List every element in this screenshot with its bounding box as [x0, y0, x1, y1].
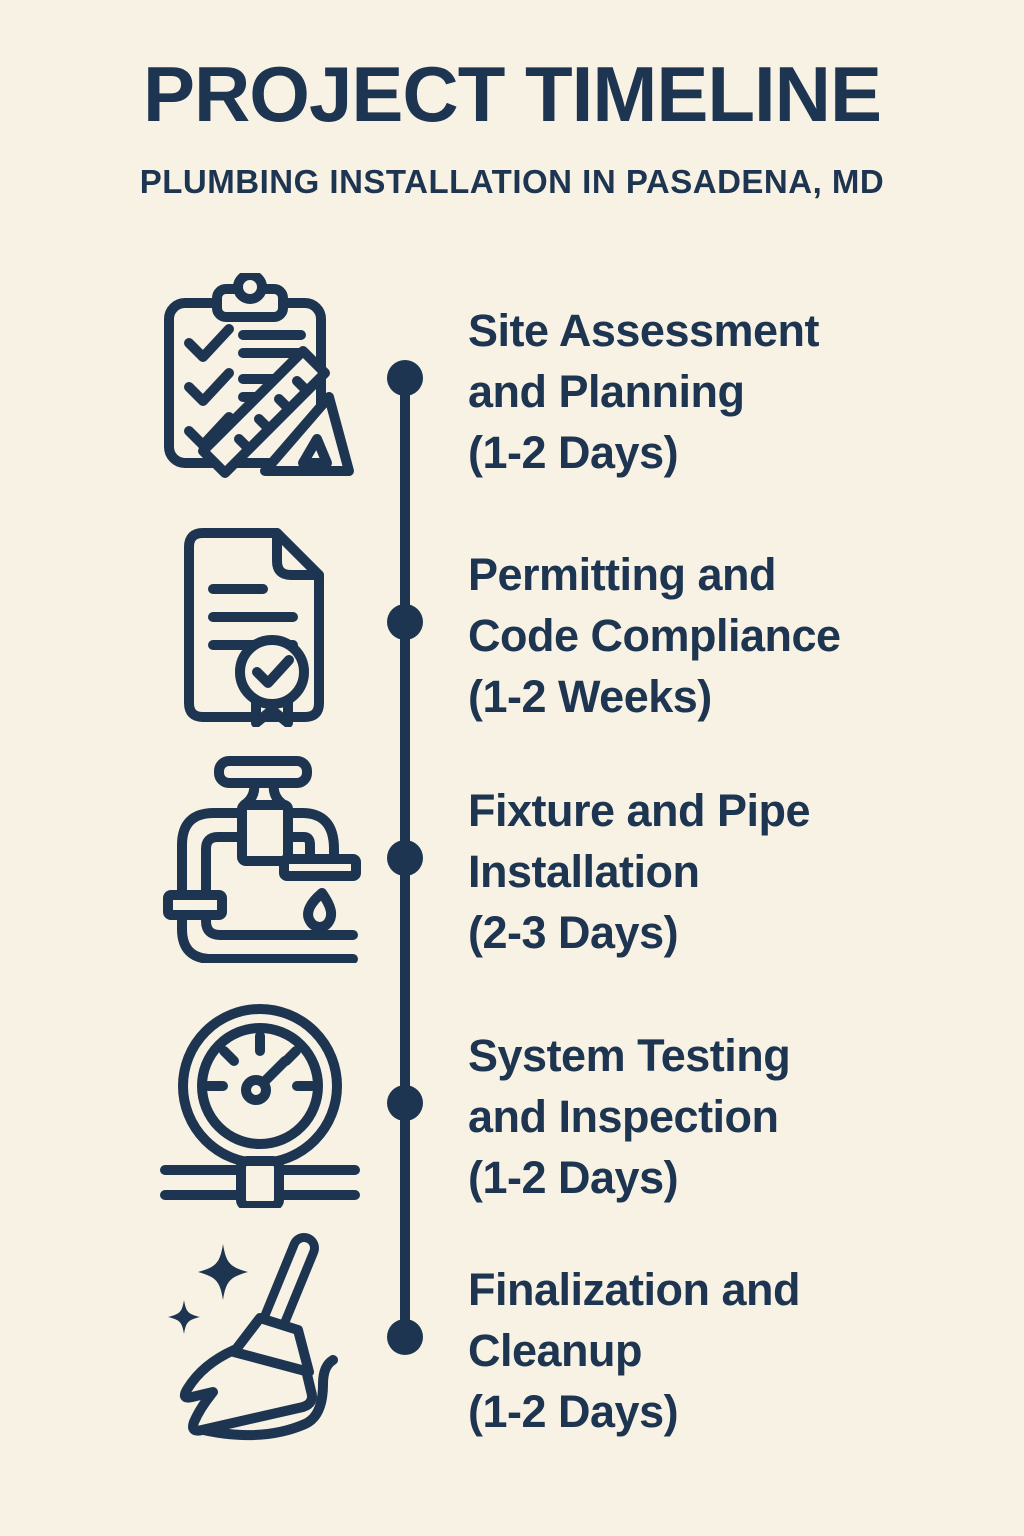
step-title-line: and Planning — [468, 366, 745, 417]
page-title: PROJECT TIMELINE — [142, 50, 882, 138]
pressure-gauge-icon — [155, 998, 365, 1208]
step-title-line: Finalization and — [468, 1264, 801, 1315]
step-duration: (1-2 Days) — [468, 427, 679, 478]
step-title-line: Fixture and Pipe — [468, 785, 811, 836]
faucet-pipe-icon — [155, 753, 365, 963]
timeline-dot — [387, 360, 423, 396]
timeline-step-text: Fixture and Pipe Installation (2-3 Days) — [468, 780, 1008, 963]
step-title-line: Code Compliance — [468, 610, 841, 661]
step-title-line: and Inspection — [468, 1091, 779, 1142]
timeline-dot — [387, 840, 423, 876]
timeline-step-text: Finalization and Cleanup (1-2 Days) — [468, 1259, 1008, 1442]
timeline-step-text: Site Assessment and Planning (1-2 Days) — [468, 300, 1008, 483]
step-title-line: System Testing — [468, 1030, 791, 1081]
timeline-dot — [387, 604, 423, 640]
broom-sweep-icon — [155, 1232, 365, 1442]
step-title-line: Permitting and — [468, 549, 777, 600]
timeline-step-text: Permitting and Code Compliance (1-2 Week… — [468, 544, 1008, 727]
step-title-line: Installation — [468, 846, 700, 897]
timeline-dot — [387, 1319, 423, 1355]
step-title-line: Cleanup — [468, 1325, 643, 1376]
step-duration: (1-2 Days) — [468, 1386, 679, 1437]
timeline-step-text: System Testing and Inspection (1-2 Days) — [468, 1025, 1008, 1208]
step-duration: (1-2 Weeks) — [468, 671, 712, 722]
clipboard-checklist-icon — [155, 273, 365, 483]
step-duration: (1-2 Days) — [468, 1152, 679, 1203]
timeline-dot — [387, 1085, 423, 1121]
certified-document-icon — [155, 517, 365, 727]
page-subtitle: PLUMBING INSTALLATION IN PASADENA, MD — [139, 163, 885, 200]
step-title-line: Site Assessment — [468, 305, 820, 356]
step-duration: (2-3 Days) — [468, 907, 679, 958]
